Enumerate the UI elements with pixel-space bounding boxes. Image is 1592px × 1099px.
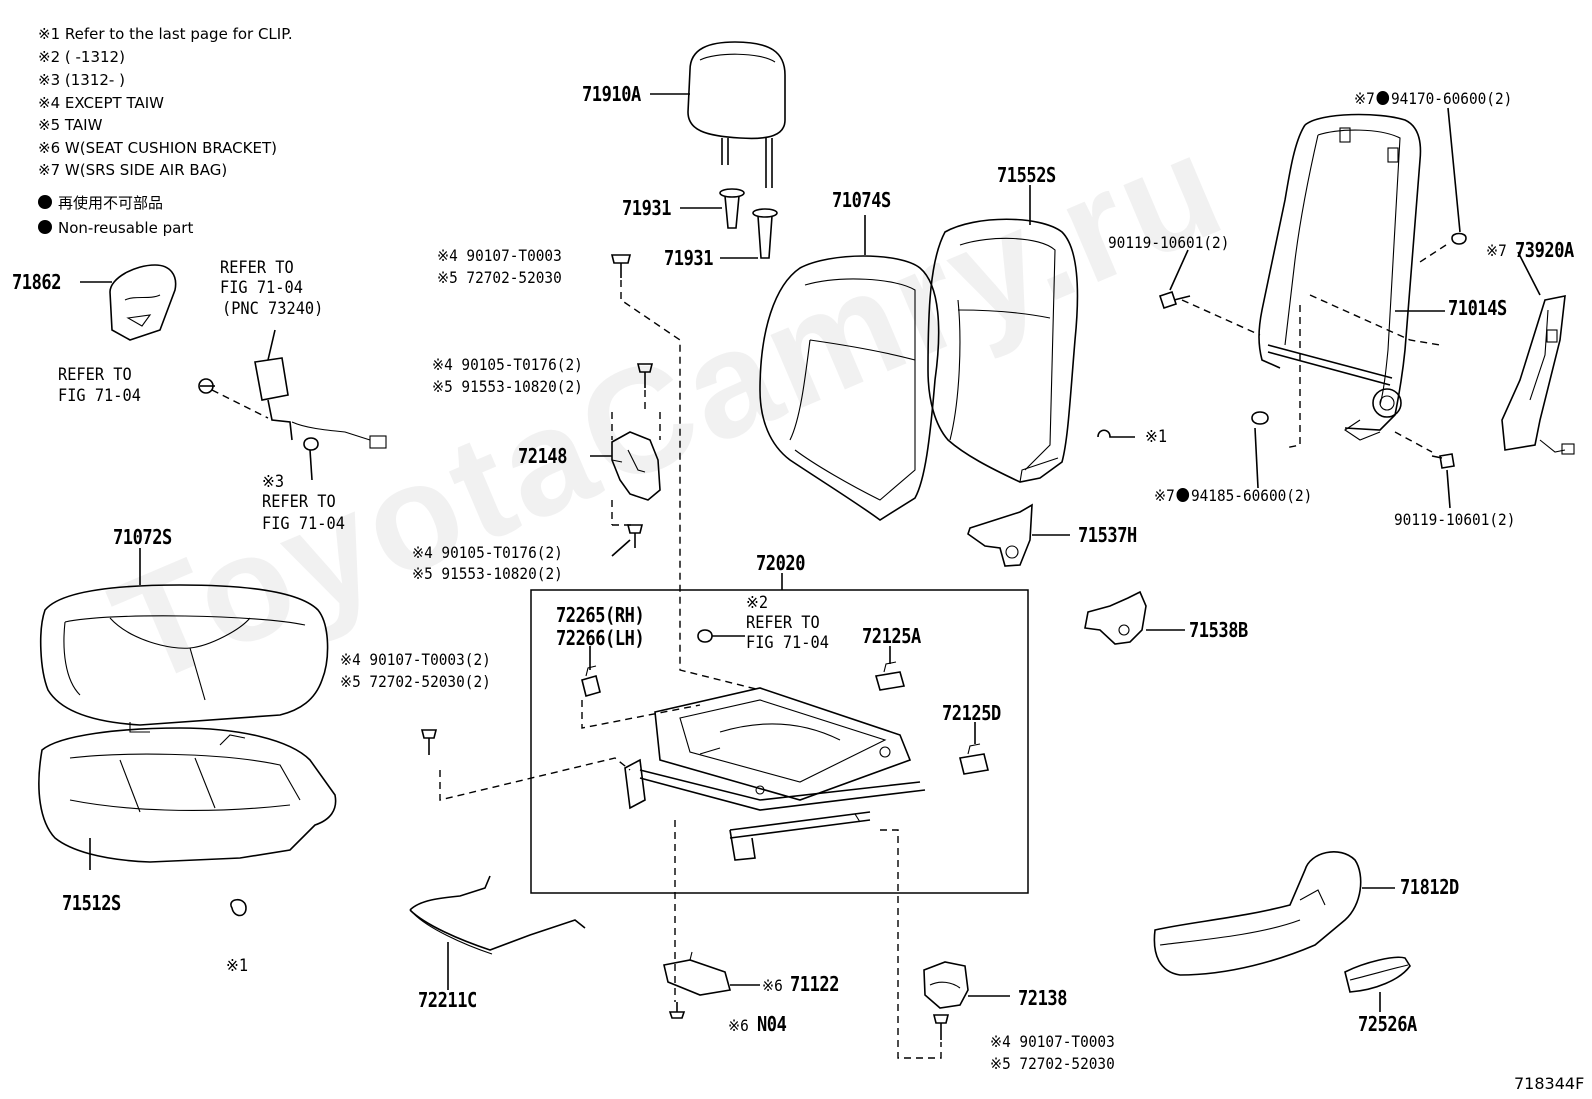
fastener-1b[interactable]: ※5 72702-52030: [437, 268, 562, 287]
part-72265-rh[interactable]: 72265(RH): [556, 603, 645, 627]
part-71538B[interactable]: 71538B: [1189, 618, 1248, 642]
seatback-pad-drawing: [927, 185, 1079, 483]
legend-note-1: ※1 Refer to the last page for CLIP.: [38, 25, 293, 43]
fastener-2a[interactable]: ※4 90105-T0176(2): [432, 355, 583, 374]
ref-3-line1[interactable]: REFER TO: [262, 492, 336, 512]
ref-2-line1[interactable]: REFER TO: [58, 365, 132, 385]
bracket-71122-drawing: [663, 951, 760, 996]
fastener-7[interactable]: 90119-10601(2): [1394, 510, 1516, 529]
part-71812D[interactable]: 71812D: [1400, 875, 1459, 899]
part-N04[interactable]: N04: [757, 1012, 787, 1036]
cushion-pad-drawing: [38, 727, 337, 870]
seat-track-drawing: [624, 687, 926, 861]
ref-1-line3[interactable]: (PNC 73240): [222, 299, 324, 319]
figure-id: 718344F: [1514, 1074, 1585, 1093]
fastener-3b[interactable]: ※5 91553-10820(2): [412, 564, 563, 583]
clip-drawing: [230, 898, 247, 917]
part-71122-note-mark: ※6: [762, 976, 783, 995]
part-72125D[interactable]: 72125D: [942, 701, 1001, 725]
headrest-drawing: [650, 41, 786, 188]
cushion-cover-drawing: [39, 548, 329, 733]
legend-note-3: ※3 (1312- ): [38, 71, 125, 89]
part-73920A[interactable]: 73920A: [1515, 238, 1574, 262]
part-71014S[interactable]: 71014S: [1448, 296, 1507, 320]
legend-nonreusable-jp: 再使用不可部品: [38, 195, 163, 211]
harness-drawing: [409, 875, 586, 990]
ref-2-line2[interactable]: FIG 71-04: [58, 386, 141, 406]
clip-ref-2[interactable]: ※1: [226, 956, 249, 976]
nonreusable-dot-icon: [38, 220, 52, 234]
legend-note-5: ※5 TAIW: [38, 116, 103, 134]
nonreusable-dot-icon: [1376, 91, 1390, 105]
bracket-72148-drawing: [590, 412, 661, 526]
part-71862[interactable]: 71862: [12, 270, 62, 294]
legend-note-2: ※2 ( -1312): [38, 48, 125, 66]
part-71931-b[interactable]: 71931: [664, 246, 714, 270]
ref-4-mark: ※2: [746, 593, 769, 613]
fastener-4a[interactable]: ※4 90107-T0003(2): [340, 650, 491, 669]
part-72266-lh[interactable]: 72266(LH): [556, 626, 645, 650]
side-airbag-drawing: [1501, 251, 1575, 455]
part-71122[interactable]: 71122: [790, 972, 840, 996]
ref-1-line1[interactable]: REFER TO: [220, 258, 294, 278]
adjuster-assembly-box: [530, 589, 1029, 894]
part-71537H[interactable]: 71537H: [1078, 523, 1137, 547]
legend-nonreusable-en: Non-reusable part: [38, 220, 193, 236]
part-71512S[interactable]: 71512S: [62, 891, 121, 915]
part-71931-a[interactable]: 71931: [622, 196, 672, 220]
seatback-frame-drawing: [1258, 113, 1422, 441]
side-shield-drawing: [1153, 851, 1395, 976]
ref-3-line2[interactable]: FIG 71-04: [262, 514, 345, 534]
seatback-cover-drawing: [759, 215, 940, 521]
fastener-1a[interactable]: ※4 90107-T0003: [437, 246, 562, 265]
cover-brackets-drawing: [967, 503, 1185, 645]
fastener-5a[interactable]: ※4 90107-T0003: [990, 1032, 1115, 1051]
part-72148[interactable]: 72148: [518, 444, 568, 468]
clip-ref-1[interactable]: ※1: [1145, 427, 1168, 447]
part-n04-note-mark: ※6: [728, 1016, 749, 1035]
part-72138[interactable]: 72138: [1018, 986, 1068, 1010]
ref-1-line2[interactable]: FIG 71-04: [220, 278, 303, 298]
headrest-support-drawing: [680, 188, 778, 259]
fastener-3a[interactable]: ※4 90105-T0176(2): [412, 543, 563, 562]
fastener-2b[interactable]: ※5 91553-10820(2): [432, 377, 583, 396]
part-71074S[interactable]: 71074S: [832, 188, 891, 212]
part-72020[interactable]: 72020: [756, 551, 806, 575]
adjuster-small-parts: [581, 629, 989, 775]
part-71072S[interactable]: 71072S: [113, 525, 172, 549]
fastener-drawings: [420, 232, 1467, 1040]
fastener-5b[interactable]: ※5 72702-52030: [990, 1054, 1115, 1073]
ref-4-line2[interactable]: FIG 71-04: [746, 633, 829, 653]
part-71910A[interactable]: 71910A: [582, 82, 641, 106]
legend-note-6: ※6 W(SEAT CUSHION BRACKET): [38, 139, 277, 157]
cover-72526A-drawing: [1344, 956, 1411, 1012]
nonreusable-dot-icon: [1176, 488, 1190, 502]
seatbelt-drawing: [80, 264, 387, 451]
legend-note-4: ※4 EXCEPT TAIW: [38, 94, 164, 112]
ref-3-mark: ※3: [262, 472, 285, 492]
part-72125A[interactable]: 72125A: [862, 624, 921, 648]
bracket-72138-drawing: [923, 961, 1010, 1009]
assembly-leader-lines: [439, 244, 1447, 1059]
part-72211C[interactable]: 72211C: [418, 988, 477, 1012]
part-71552S[interactable]: 71552S: [997, 163, 1056, 187]
fastener-6[interactable]: 90119-10601(2): [1108, 233, 1230, 252]
ref-4-line1[interactable]: REFER TO: [746, 613, 820, 633]
clip-drawing-2: [1097, 429, 1135, 438]
fastener-4b[interactable]: ※5 72702-52030(2): [340, 672, 491, 691]
legend-note-7: ※7 W(SRS SIDE AIR BAG): [38, 161, 228, 179]
part-72526A[interactable]: 72526A: [1358, 1012, 1417, 1036]
nonreusable-dot-icon: [38, 195, 52, 209]
airbag-note-mark: ※7: [1486, 241, 1507, 260]
label-leaders: [200, 107, 1461, 557]
